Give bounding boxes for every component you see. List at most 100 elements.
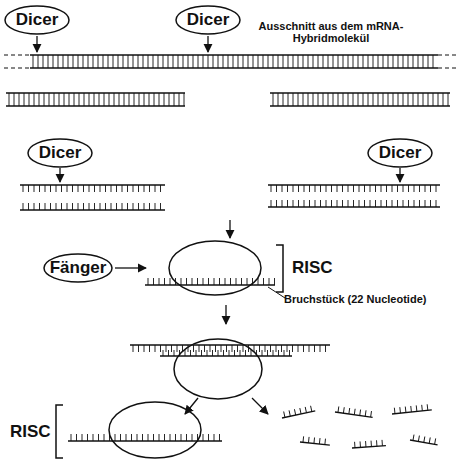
base-pair <box>103 55 104 68</box>
base <box>61 203 62 210</box>
base <box>282 185 283 192</box>
base-pair <box>423 55 424 68</box>
base <box>105 185 106 192</box>
base-pair <box>378 55 379 68</box>
base-pair <box>338 55 339 68</box>
base <box>116 203 117 210</box>
flow-arrow <box>399 168 400 182</box>
base <box>274 278 275 285</box>
base <box>149 185 150 192</box>
base <box>419 185 420 192</box>
base-pair <box>323 55 324 68</box>
mrna-fragment <box>300 436 330 445</box>
base <box>303 345 304 352</box>
flow-arrow <box>36 36 37 52</box>
base <box>240 350 241 356</box>
base <box>160 345 161 352</box>
base <box>177 345 178 352</box>
base <box>276 185 277 192</box>
base-pair <box>443 93 444 106</box>
base <box>269 278 270 285</box>
base-pair <box>358 55 359 68</box>
base <box>23 203 24 210</box>
base <box>175 278 176 285</box>
base-pair <box>418 55 419 68</box>
base <box>181 278 182 285</box>
enzyme-name: Dicer <box>367 138 433 168</box>
base <box>39 185 40 192</box>
base-pair <box>388 93 389 106</box>
base-pair <box>393 55 394 68</box>
base <box>359 185 360 192</box>
base <box>87 434 88 441</box>
base <box>308 437 310 443</box>
base <box>160 185 161 192</box>
base <box>72 185 73 192</box>
base-pair <box>144 93 145 106</box>
base-pair <box>273 93 274 106</box>
base-pair <box>298 55 299 68</box>
base <box>331 200 332 207</box>
rna-strand <box>30 67 438 69</box>
base <box>56 203 57 210</box>
base-pair <box>333 55 334 68</box>
base <box>241 278 242 285</box>
base <box>408 200 409 207</box>
base-pair <box>343 55 344 68</box>
base <box>381 185 382 192</box>
base <box>83 185 84 192</box>
base-pair <box>343 93 344 106</box>
base-pair <box>273 55 274 68</box>
base <box>120 434 121 441</box>
base <box>320 200 321 207</box>
base-pair <box>248 55 249 68</box>
base <box>229 350 230 356</box>
base-pair <box>179 93 180 106</box>
base <box>294 409 295 415</box>
base <box>304 200 305 207</box>
base <box>225 278 226 285</box>
base <box>421 405 423 411</box>
base-pair <box>233 55 234 68</box>
base <box>408 185 409 192</box>
base <box>365 410 367 416</box>
annotation-label: Bruchstück (22 Nucleotide) <box>284 293 426 305</box>
base-pair <box>139 93 140 106</box>
base <box>89 185 90 192</box>
base-pair <box>168 55 169 68</box>
base-pair <box>53 55 54 68</box>
base <box>221 345 222 352</box>
base-pair <box>278 55 279 68</box>
base-pair <box>408 55 409 68</box>
enzyme-ellipse: Dicer <box>4 5 70 35</box>
base <box>342 200 343 207</box>
rna-strand <box>130 344 330 346</box>
base-pair <box>133 55 134 68</box>
base <box>230 278 231 285</box>
base-pair <box>323 93 324 106</box>
base-pair <box>124 93 125 106</box>
base-pair <box>383 55 384 68</box>
base <box>252 278 253 285</box>
enzyme-name: Fänger <box>43 253 113 283</box>
base-pair <box>54 93 55 106</box>
base <box>174 350 175 356</box>
base <box>436 200 437 207</box>
base-pair <box>193 55 194 68</box>
base <box>61 185 62 192</box>
base <box>371 441 372 447</box>
base <box>337 406 339 412</box>
rna-strand <box>20 209 165 211</box>
base <box>127 185 128 192</box>
rna-strand <box>335 412 373 417</box>
base <box>170 434 171 441</box>
ellipse-shape <box>176 6 240 34</box>
base <box>78 203 79 210</box>
risc-bracket <box>276 245 283 292</box>
base-pair <box>94 93 95 106</box>
base-pair <box>208 55 209 68</box>
base <box>149 203 150 210</box>
base-pair <box>88 55 89 68</box>
base <box>223 350 224 356</box>
